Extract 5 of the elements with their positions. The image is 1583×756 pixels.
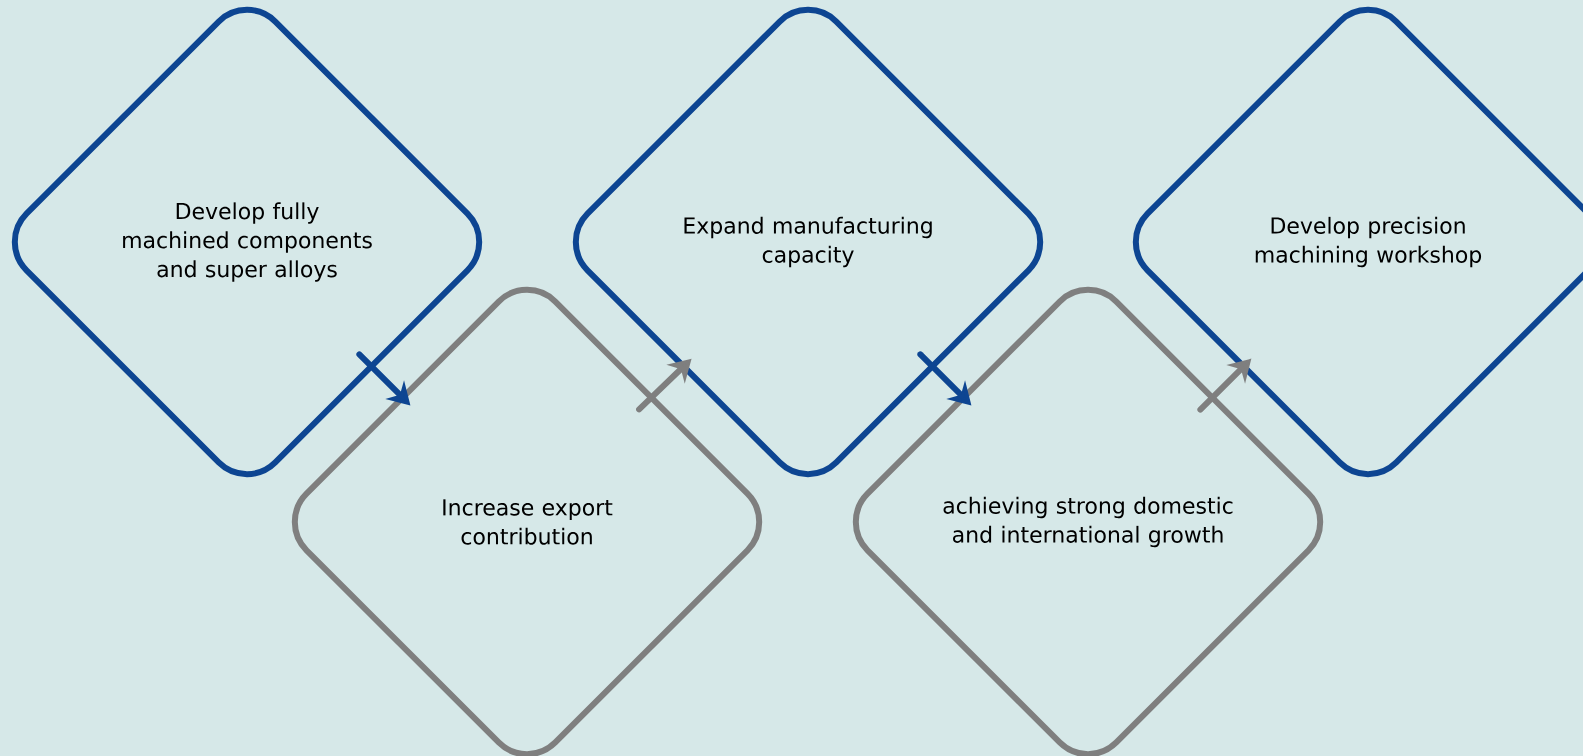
diamond-box: Increase export contribution	[291, 286, 763, 756]
diamond-box: achieving strong domestic and international growth	[852, 286, 1324, 756]
diamond-box: Develop fully machined components and super alloys	[11, 6, 483, 478]
diamond-box: Develop precision machining workshop	[1132, 6, 1583, 478]
diamond-box: Expand manufacturing capacity	[572, 6, 1044, 478]
